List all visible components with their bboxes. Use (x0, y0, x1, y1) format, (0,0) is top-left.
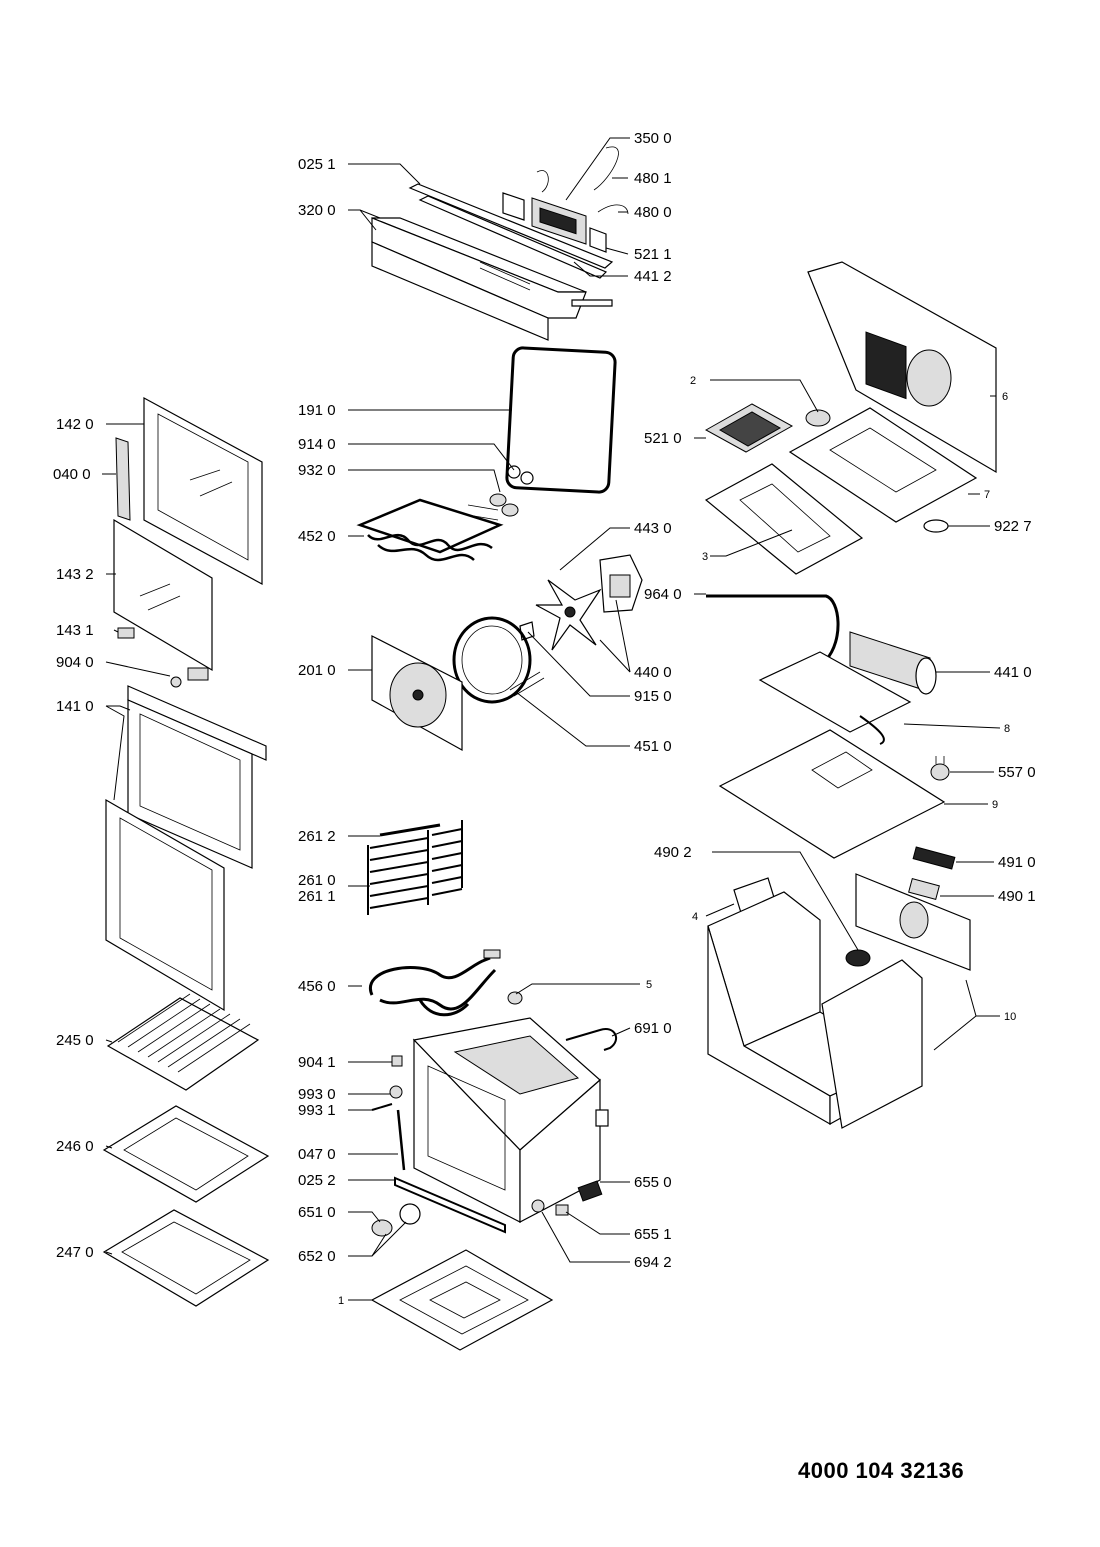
label-993-1: 993 1 (298, 1102, 336, 1119)
label-904-1: 904 1 (298, 1054, 336, 1071)
label-491-0: 491 0 (998, 854, 1036, 871)
label-557-0: 557 0 (998, 764, 1036, 781)
label-651-0: 651 0 (298, 1204, 336, 1221)
label-201-0: 201 0 (298, 662, 336, 679)
label-452-0: 452 0 (298, 528, 336, 545)
baking-tray (102, 1105, 270, 1203)
label-964-0: 964 0 (644, 586, 682, 603)
label-8: 8 (1004, 723, 1010, 735)
document-number: 4000 104 32136 (798, 1458, 965, 1483)
shelf-guides (367, 820, 463, 915)
label-440-0: 440 0 (634, 664, 672, 681)
label-480-1: 480 1 (634, 170, 672, 187)
thermostat-557 (930, 756, 950, 781)
label-142-0: 142 0 (56, 416, 94, 433)
label-261-1: 261 1 (298, 888, 336, 905)
small-parts (371, 1028, 618, 1237)
label-521-1: 521 1 (634, 246, 672, 263)
label-932-0: 932 0 (298, 462, 336, 479)
hood-plate-7 (788, 407, 978, 523)
door-assembly (105, 396, 267, 1012)
lamp-cover-5 (507, 991, 523, 1005)
label-652-0: 652 0 (298, 1248, 336, 1265)
label-5: 5 (646, 979, 652, 991)
label-2: 2 (690, 375, 696, 387)
label-4: 4 (692, 911, 698, 923)
part-labels: 350 0 025 1 480 1 320 0 480 0 521 1 441 … (53, 130, 1036, 1307)
fan-motor-assembly (519, 554, 643, 651)
label-441-0: 441 0 (994, 664, 1032, 681)
label-993-0: 993 0 (298, 1086, 336, 1103)
leader-lines (102, 137, 1001, 1301)
label-914-0: 914 0 (298, 436, 336, 453)
label-1: 1 (338, 1295, 344, 1307)
label-320-0: 320 0 (298, 202, 336, 219)
plate-3 (704, 463, 864, 575)
door-gasket (505, 346, 617, 494)
label-246-0: 246 0 (56, 1138, 94, 1155)
label-480-0: 480 0 (634, 204, 672, 221)
label-025-1: 025 1 (298, 156, 336, 173)
fan-cover-2 (805, 409, 831, 427)
label-10: 10 (1004, 1011, 1016, 1023)
drip-pan (102, 1209, 270, 1307)
label-443-0: 443 0 (634, 520, 672, 537)
cooling-fan-assembly (706, 594, 937, 745)
control-pcb (704, 403, 794, 453)
label-6: 6 (1002, 391, 1008, 403)
label-521-0: 521 0 (644, 430, 682, 447)
label-143-2: 143 2 (56, 566, 94, 583)
label-655-0: 655 0 (634, 1174, 672, 1191)
label-143-1: 143 1 (56, 622, 94, 639)
label-694-2: 694 2 (634, 1254, 672, 1271)
label-490-2: 490 2 (654, 844, 692, 861)
label-3: 3 (702, 551, 708, 563)
lower-heating-element (368, 949, 501, 1017)
outer-casing (707, 873, 971, 1129)
label-904-0: 904 0 (56, 654, 94, 671)
label-047-0: 047 0 (298, 1146, 336, 1163)
label-040-0: 040 0 (53, 466, 91, 483)
label-025-2: 025 2 (298, 1172, 336, 1189)
bottom-panel (370, 1249, 554, 1351)
label-451-0: 451 0 (634, 738, 672, 755)
label-441-2: 441 2 (634, 268, 672, 285)
washer-922 (923, 519, 949, 533)
label-691-0: 691 0 (634, 1020, 672, 1037)
label-9: 9 (992, 799, 998, 811)
wire-rack (106, 993, 260, 1091)
circular-heating-element (452, 616, 545, 704)
top-plate-9 (718, 729, 946, 859)
control-panel-assembly (371, 146, 629, 341)
switch-490-1 (908, 878, 940, 900)
label-7: 7 (984, 489, 990, 501)
label-245-0: 245 0 (56, 1032, 94, 1049)
back-panel-cover (807, 261, 997, 474)
label-922-7: 922 7 (994, 518, 1032, 535)
back-panel-fan-cover (371, 635, 463, 752)
label-191-0: 191 0 (298, 402, 336, 419)
terminal-block-491 (912, 846, 956, 870)
label-490-1: 490 1 (998, 888, 1036, 905)
label-141-0: 141 0 (56, 698, 94, 715)
label-915-0: 915 0 (634, 688, 672, 705)
label-655-1: 655 1 (634, 1226, 672, 1243)
label-261-2: 261 2 (298, 828, 336, 845)
label-456-0: 456 0 (298, 978, 336, 995)
grill-element (356, 465, 534, 562)
label-261-0: 261 0 (298, 872, 336, 889)
label-350-0: 350 0 (634, 130, 672, 147)
oven-cavity (394, 1017, 609, 1234)
label-247-0: 247 0 (56, 1244, 94, 1261)
